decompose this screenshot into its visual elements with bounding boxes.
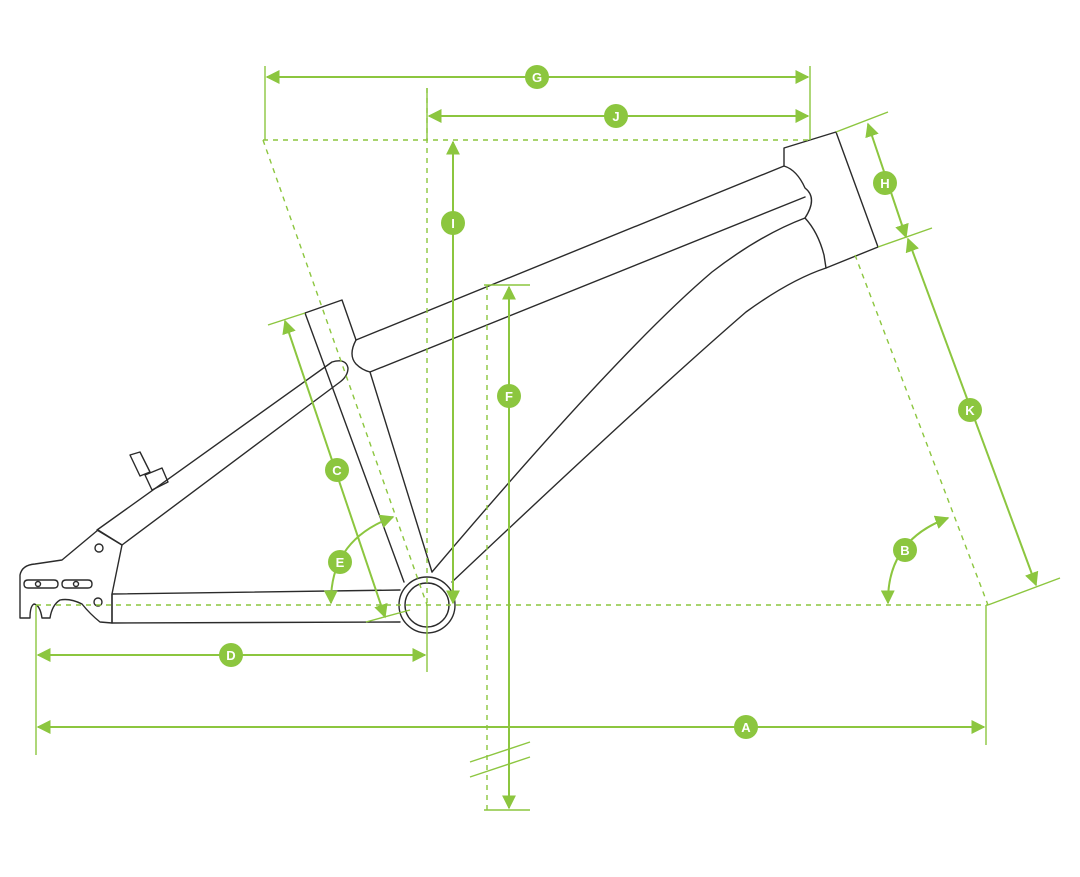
seat-tube [304,299,433,583]
label-i: I [441,211,465,235]
label-f: F [497,384,521,408]
label-j: J [604,104,628,128]
bike-frame-outline [19,131,879,634]
dimension-b-arc [880,515,950,605]
label-c: C [325,458,349,482]
dimension-labels: G J I F H K C E [219,65,982,739]
brake-mount [129,451,169,491]
svg-text:C: C [332,463,342,478]
label-g: G [525,65,549,89]
label-h: H [873,171,897,195]
svg-text:H: H [880,176,889,191]
rear-dropout [19,529,123,624]
top-tube [355,165,806,373]
dimension-e-arc [323,514,395,605]
svg-text:F: F [505,389,513,404]
reference-lines [36,88,989,810]
svg-text:J: J [612,109,619,124]
svg-text:E: E [336,555,345,570]
down-tube [431,217,827,583]
svg-text:D: D [226,648,235,663]
extension-lines [35,66,1061,811]
svg-text:A: A [741,720,751,735]
svg-text:B: B [900,543,909,558]
svg-text:I: I [451,216,455,231]
svg-text:K: K [965,403,975,418]
svg-text:G: G [532,70,542,85]
label-d: D [219,643,243,667]
head-tube [783,131,879,269]
label-a: A [734,715,758,739]
chain-stay [111,589,401,624]
label-k: K [958,398,982,422]
label-b: B [893,538,917,562]
label-e: E [328,550,352,574]
